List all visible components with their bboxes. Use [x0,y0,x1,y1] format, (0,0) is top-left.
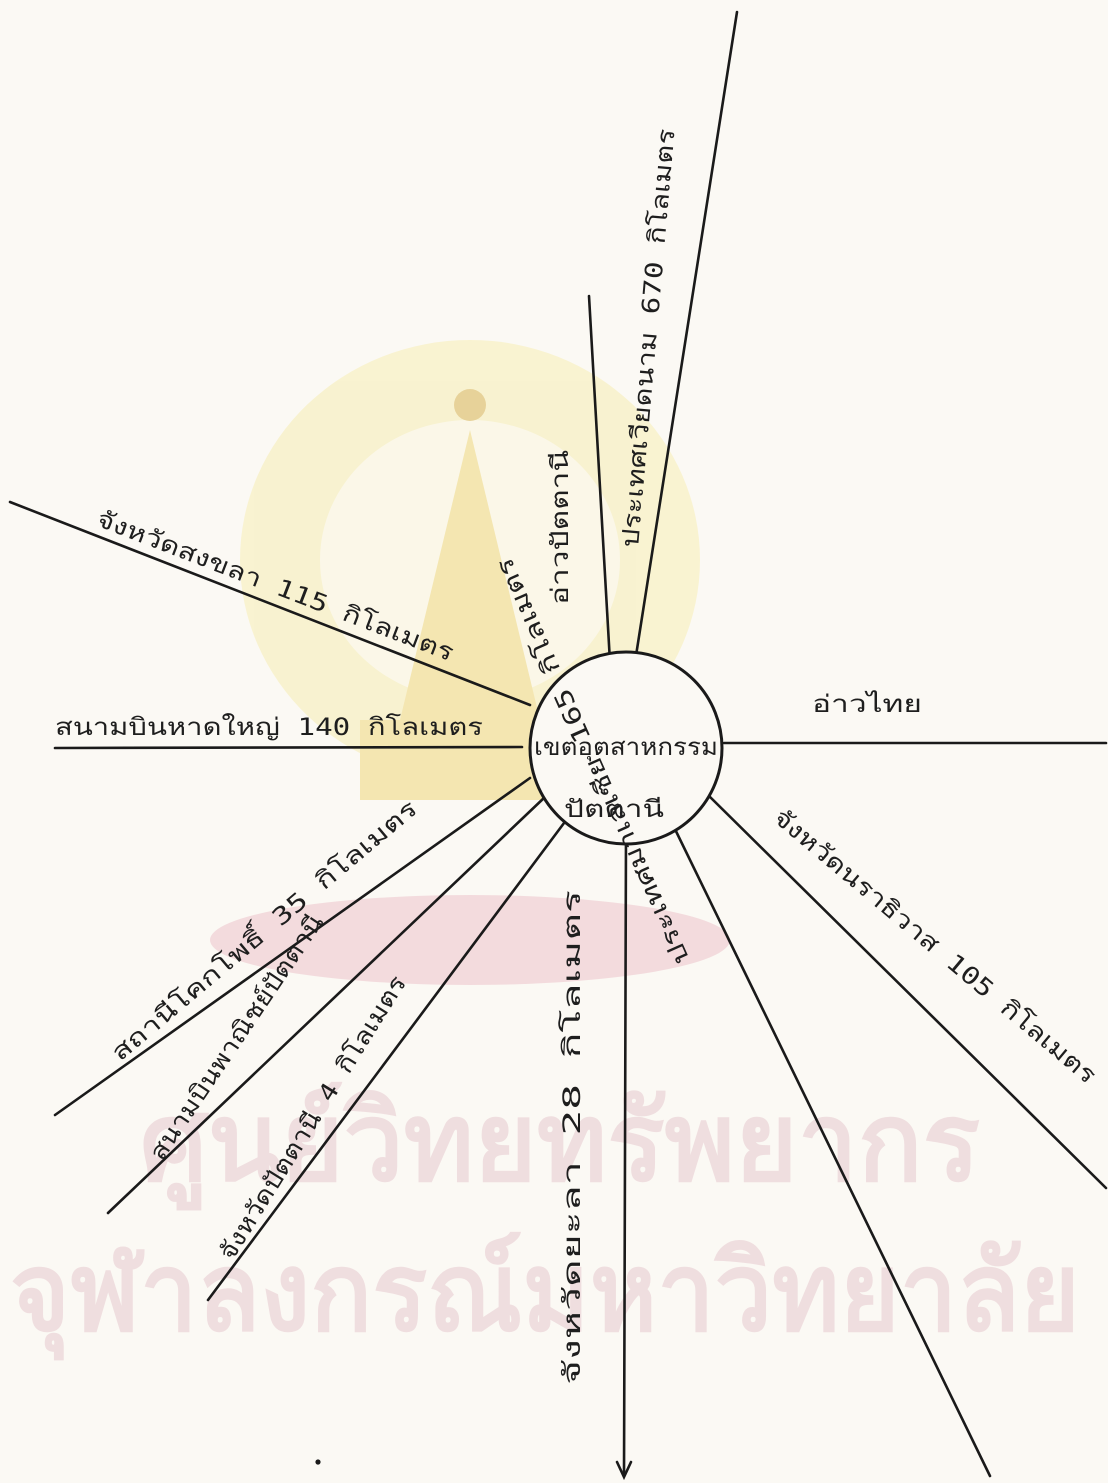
ray-hatyai-airport [55,747,522,748]
label-gulf-of-thailand: อ่าวไทย [812,690,922,718]
watermark-line-2: จุฬาลงกรณ์มหาวิทยาลัย [10,1228,1080,1361]
hub-title-line-1: เขตอุตสาหกรรม [534,733,718,762]
label-hatyai-airport: สนามบินหาดใหญ่ 140 กิโลเมตร [55,713,483,741]
ink-dot [315,1459,320,1464]
label-narathiwat: จังหวัดนราธิวาส 105 กิโลเมตร [768,803,1102,1089]
label-yala: จังหวัดยะลา 28 กิโลเมตร [558,890,586,1385]
label-pattani-bay: อ่าวปัตตานี [546,450,574,605]
